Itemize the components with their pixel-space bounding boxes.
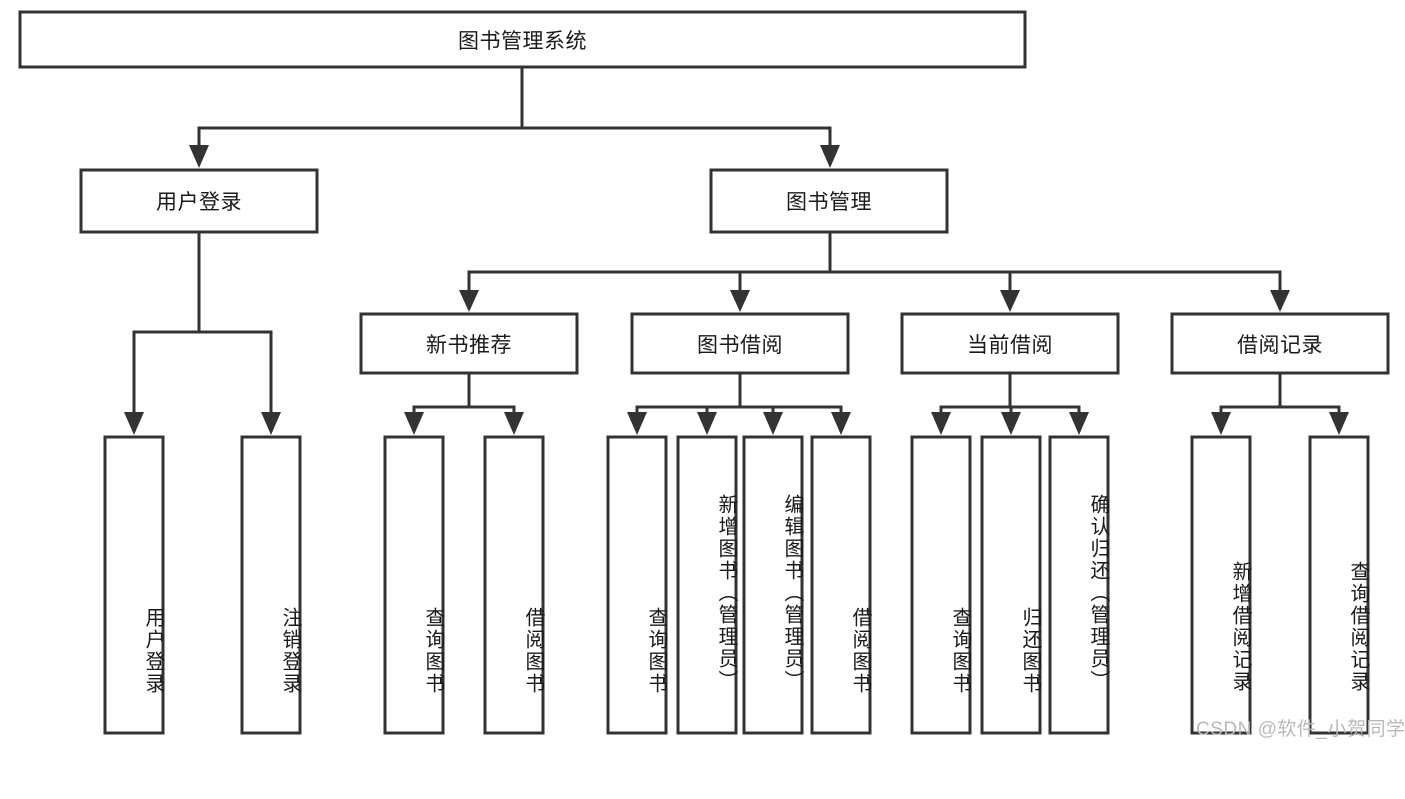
connector-group-book-borrow <box>627 371 851 435</box>
diagram-root: 图书管理系统 用户登录 图书管理 新书推荐 图书借阅 当前借阅 借阅记录 用户登… <box>18 10 1405 740</box>
node-box-leaf-return-book[interactable] <box>980 435 1042 735</box>
node-box-leaf-query-record[interactable] <box>1308 435 1370 735</box>
arrow-head-leaf-add-record <box>1211 412 1231 435</box>
node-box-leaf-user-logout[interactable] <box>240 435 302 735</box>
arrow-head-leaf-borrow-book-rec <box>504 412 524 435</box>
arrow-head-leaf-edit-book <box>763 412 783 435</box>
arrow-head-leaf-query-book-cur <box>931 412 951 435</box>
arrow-head-user-login <box>189 145 209 168</box>
node-box-leaf-add-record[interactable] <box>1190 435 1252 735</box>
connector-group-root <box>189 65 840 168</box>
node-box-book-manage[interactable] <box>709 168 949 234</box>
arrow-head-leaf-return-book <box>1001 412 1021 435</box>
node-box-new-book-rec[interactable] <box>359 312 579 375</box>
node-box-leaf-user-login[interactable] <box>103 435 165 735</box>
arrow-head-leaf-borrow-book <box>831 412 851 435</box>
arrow-head-leaf-confirm-return <box>1069 412 1089 435</box>
node-box-current-borrow[interactable] <box>900 312 1120 375</box>
arrow-head-leaf-query-book-borrow <box>627 412 647 435</box>
node-box-leaf-query-book-borrow[interactable] <box>606 435 668 735</box>
arrow-head-leaf-user-login <box>124 412 144 435</box>
diagram-canvas <box>18 10 1390 735</box>
arrow-head-borrow-record <box>1270 290 1290 312</box>
connector-group-borrow-record <box>1211 371 1349 435</box>
node-box-leaf-confirm-return[interactable] <box>1048 435 1110 735</box>
node-box-leaf-add-book[interactable] <box>676 435 738 735</box>
arrow-head-new-book-rec <box>459 290 479 312</box>
node-box-leaf-edit-book[interactable] <box>742 435 804 735</box>
connector-group-new-book-rec <box>404 371 524 435</box>
node-box-book-borrow[interactable] <box>630 312 850 375</box>
node-box-leaf-query-book-cur[interactable] <box>910 435 972 735</box>
connector-group-current-borrow <box>931 371 1089 435</box>
node-box-leaf-query-book-rec[interactable] <box>383 435 445 735</box>
arrow-head-current-borrow <box>1000 290 1020 312</box>
arrow-head-book-borrow <box>730 290 750 312</box>
arrow-head-leaf-add-book <box>697 412 717 435</box>
watermark-text: CSDN @软件_小贺同学 <box>1196 719 1405 740</box>
arrow-head-book-manage <box>820 145 840 168</box>
arrow-head-leaf-user-logout <box>261 412 281 435</box>
node-box-leaf-borrow-book[interactable] <box>810 435 872 735</box>
node-box-leaf-borrow-book-rec[interactable] <box>483 435 545 735</box>
node-box-user-login[interactable] <box>79 168 319 234</box>
connector-group-user-login <box>124 230 281 435</box>
arrow-head-leaf-query-book-rec <box>404 412 424 435</box>
connector-group-book-manage <box>459 230 1290 312</box>
node-box-borrow-record[interactable] <box>1170 312 1390 375</box>
arrow-head-leaf-query-record <box>1329 412 1349 435</box>
node-box-root[interactable] <box>18 10 1027 69</box>
